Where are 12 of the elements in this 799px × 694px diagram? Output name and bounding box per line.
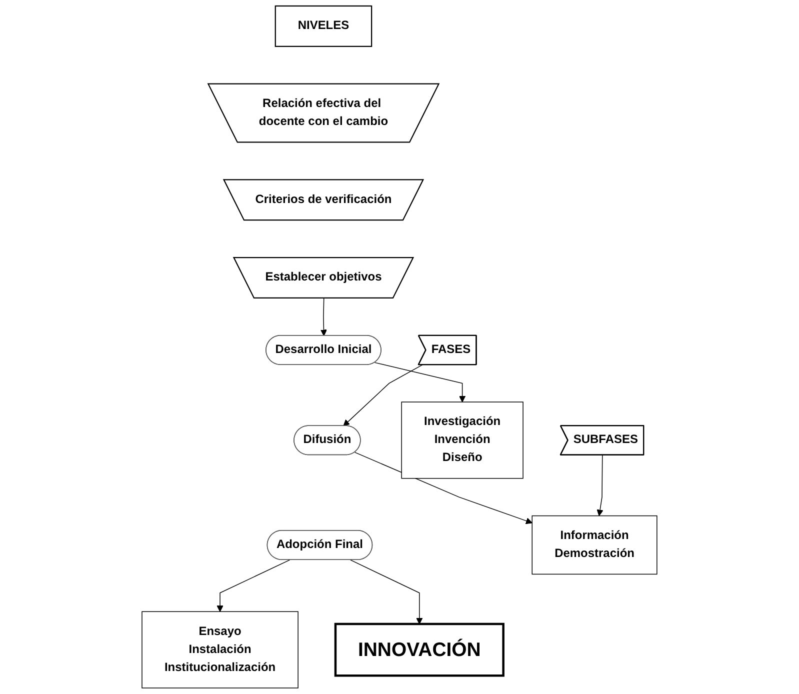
node-box: INNOVACIÓN: [334, 622, 504, 677]
node-box: Investigación Invención Diseño: [401, 402, 524, 479]
arrow: [216, 560, 290, 612]
node-box: Información Demostración: [532, 515, 658, 575]
node-box: NIVELES: [274, 5, 372, 47]
arrow: [350, 560, 423, 624]
arrow: [343, 364, 423, 426]
arrow: [374, 362, 466, 402]
arrow: [354, 452, 532, 524]
arrow: [596, 454, 604, 516]
node-box: Ensayo Instalación Institucionalización: [142, 611, 298, 688]
arrow: [320, 298, 328, 336]
